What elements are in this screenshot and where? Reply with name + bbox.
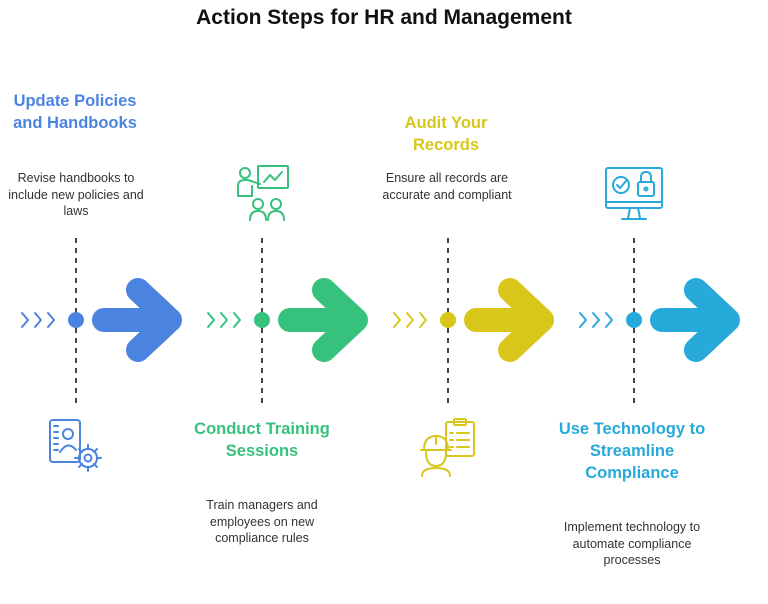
step-2-chevrons (207, 312, 241, 328)
step-3-description: Ensure all records are accurate and comp… (382, 171, 512, 202)
monitor-lock-icon (605, 167, 663, 220)
step-2-arrow (278, 278, 368, 362)
step-4-chevrons (579, 312, 613, 328)
step-4-flow (579, 238, 740, 408)
step-1-flow (21, 238, 182, 408)
step-3-heading: Audit Your Records (404, 114, 488, 154)
step-4-arrow (650, 278, 740, 362)
step-4-heading: Use Technology to Streamline Compliance (558, 420, 706, 482)
step-1-description: Revise handbooks to include new policies… (8, 171, 144, 218)
step-1-arrow (92, 278, 182, 362)
step-3-flow (393, 238, 554, 408)
step-1-heading: Update Policies and Handbooks (13, 92, 137, 132)
step-2-description: Train managers and employees on new comp… (206, 498, 318, 545)
step-1-chevrons (21, 312, 55, 328)
step-1-node (68, 312, 84, 328)
step-3-arrow (464, 278, 554, 362)
step-4-description: Implement technology to automate complia… (563, 520, 701, 567)
step-4-node (626, 312, 642, 328)
step-2-heading: Conduct Training Sessions (194, 420, 330, 460)
step-2-node (254, 312, 270, 328)
step-2-flow (207, 238, 368, 408)
user-profile-settings-icon (49, 419, 102, 472)
trainer-presentation-icon (237, 165, 289, 221)
auditor-checklist-icon (420, 418, 475, 477)
step-3-node (440, 312, 456, 328)
diagram-title: Action Steps for HR and Management (196, 6, 572, 29)
step-3-chevrons (393, 312, 427, 328)
